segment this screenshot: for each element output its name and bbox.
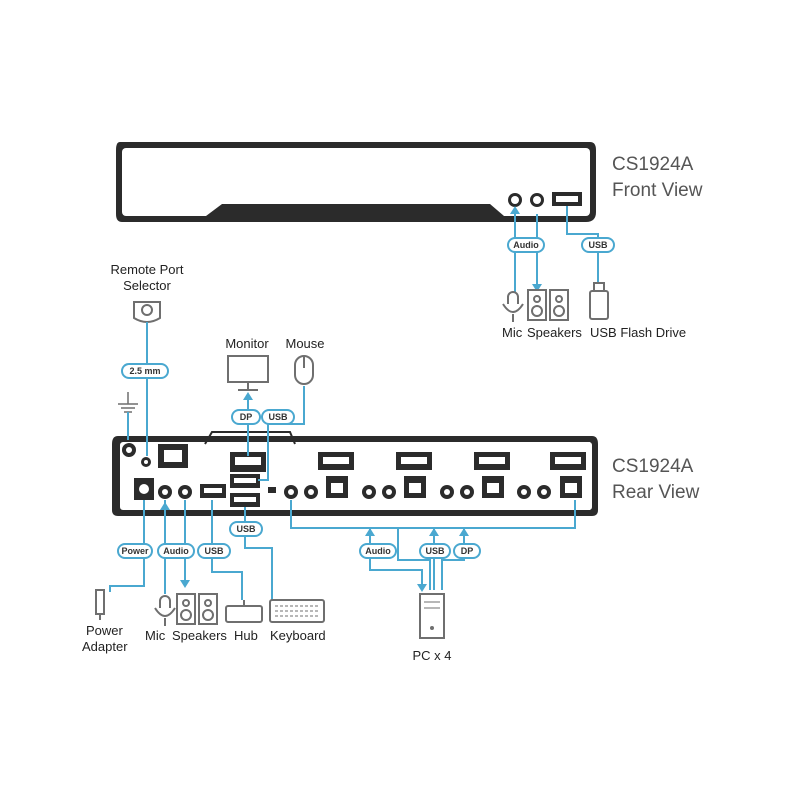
front-speakers-label: Speakers	[527, 325, 582, 340]
remote-port-label-1: Remote Port	[111, 262, 184, 277]
pc-dp-cable	[441, 528, 465, 590]
rear-ports	[122, 443, 586, 507]
mm-label: 2.5 mm	[129, 366, 160, 376]
mic-icon	[502, 291, 524, 322]
keyboard-cable	[244, 507, 273, 600]
remote-selector-icon	[133, 301, 161, 323]
dp-pill	[231, 409, 261, 425]
mouse-usb-pill	[261, 409, 295, 425]
audio-pill	[157, 543, 195, 559]
speakers-label: Speakers	[172, 628, 227, 643]
front-mic-label: Mic	[502, 325, 523, 340]
keyboard-icon	[269, 599, 325, 623]
pc-dp-pill	[453, 543, 481, 559]
pc-usb-pill	[419, 543, 451, 559]
front-usb-pill	[581, 237, 615, 253]
rear-view-label: Rear View	[612, 482, 700, 503]
pc-tower-icon	[419, 593, 445, 639]
hub-usb-pill	[197, 543, 231, 559]
usb-flash-drive-icon	[589, 282, 609, 320]
front-model: CS1924A	[612, 154, 694, 175]
audio-label: Audio	[163, 546, 189, 556]
kbd-usb-pill	[229, 521, 263, 537]
hub-usb-label: USB	[204, 546, 224, 556]
keyboard-label: Keyboard	[270, 628, 326, 643]
pc-audio-pill	[359, 543, 397, 559]
monitor-label: Monitor	[225, 336, 269, 351]
speakers-icon	[176, 593, 218, 625]
mouse-usb-label: USB	[268, 412, 288, 422]
pc-audio-label: Audio	[365, 546, 391, 556]
pc-dp-label: DP	[461, 546, 474, 556]
mic-label: Mic	[145, 628, 166, 643]
kbd-usb-label: USB	[236, 524, 256, 534]
dp-label: DP	[240, 412, 253, 422]
mouse-icon	[294, 355, 314, 385]
monitor-icon	[227, 355, 269, 391]
front-unit	[116, 142, 596, 222]
pc-label: PC x 4	[412, 648, 451, 663]
rear-model: CS1924A	[612, 456, 694, 477]
mic-icon	[154, 595, 176, 626]
front-view-label: Front View	[612, 180, 703, 201]
mm-pill	[121, 363, 169, 379]
front-audio-pill	[507, 237, 545, 253]
pc-audio2-cable	[397, 528, 431, 590]
hub-cable	[211, 500, 243, 600]
front-audio-label: Audio	[513, 240, 539, 250]
mouse-label: Mouse	[285, 336, 324, 351]
remote-port-label-2: Selector	[123, 278, 171, 293]
ground-icon	[118, 392, 138, 440]
power-label: Power	[121, 546, 149, 556]
power-adapter-label-1: Power	[86, 623, 124, 638]
speakers-icon	[527, 289, 569, 321]
power-adapter-icon	[95, 589, 105, 620]
front-flash-label: USB Flash Drive	[590, 325, 686, 340]
front-usb-cable	[566, 206, 599, 282]
hub-icon	[225, 600, 263, 623]
pc-usb-label: USB	[425, 546, 445, 556]
power-pill	[117, 543, 153, 559]
power-adapter-label-2: Adapter	[82, 639, 128, 654]
hub-label: Hub	[234, 628, 258, 643]
front-usb-label: USB	[588, 240, 608, 250]
